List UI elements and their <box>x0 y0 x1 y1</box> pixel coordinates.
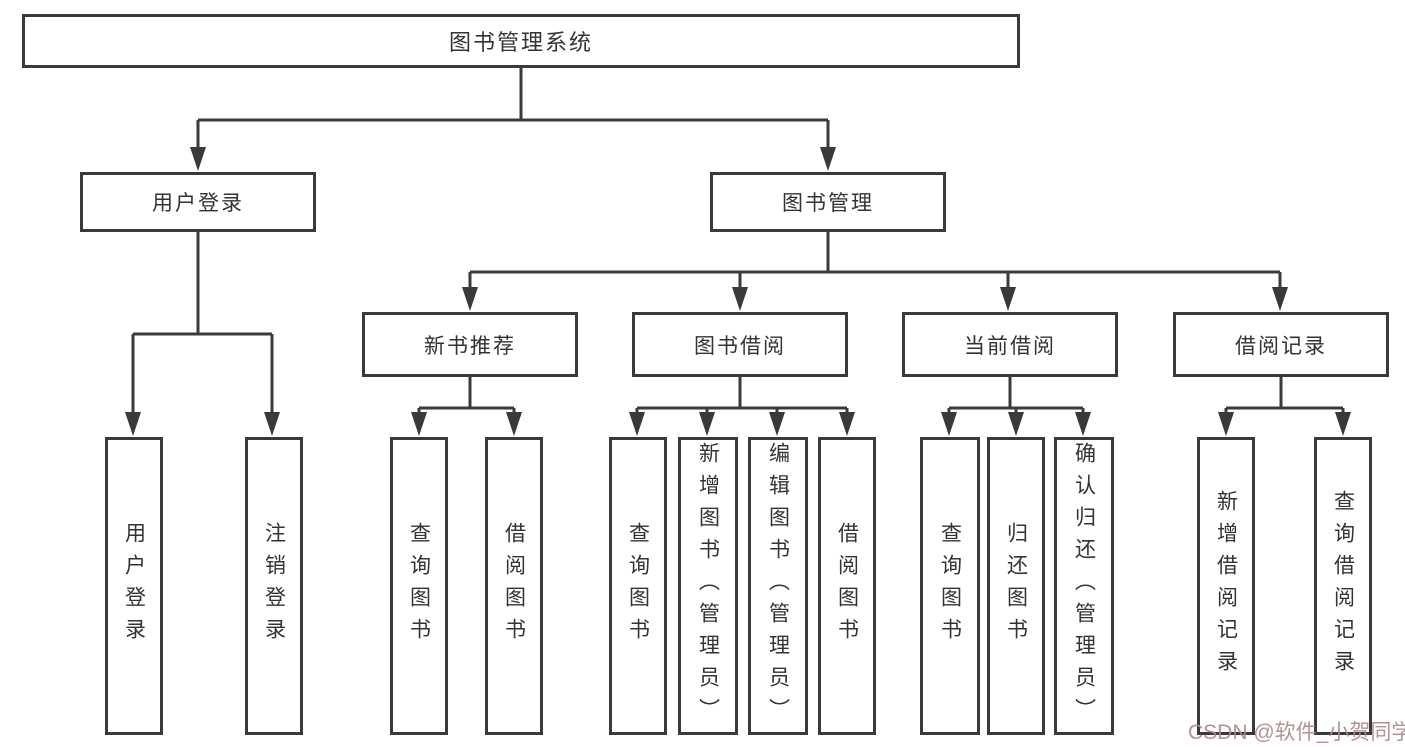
node-current-borrowing-label: 当前借阅 <box>964 334 1056 358</box>
leaf-user-login-label: 用户登录 <box>122 522 146 650</box>
node-user-login: 用户登录 <box>80 172 316 232</box>
leaf-query-books-recommend-label: 查询图书 <box>407 522 431 650</box>
leaf-add-books-admin-label: 新增图书（管理员） <box>696 442 720 730</box>
leaf-logout: 注销登录 <box>245 437 303 735</box>
node-book-borrowing: 图书借阅 <box>632 312 848 377</box>
leaf-query-books-current-label: 查询图书 <box>938 522 962 650</box>
node-borrowing-records-label: 借阅记录 <box>1235 334 1327 358</box>
leaf-return-books: 归还图书 <box>987 437 1045 735</box>
leaf-query-books-recommend: 查询图书 <box>390 437 448 735</box>
node-current-borrowing: 当前借阅 <box>902 312 1118 377</box>
leaf-add-borrow-record-label: 新增借阅记录 <box>1214 490 1238 682</box>
node-user-login-label: 用户登录 <box>152 192 244 215</box>
node-new-book-recommendation-label: 新书推荐 <box>424 334 516 358</box>
leaf-add-borrow-record: 新增借阅记录 <box>1197 437 1255 735</box>
leaf-query-books-borrow-label: 查询图书 <box>626 522 650 650</box>
leaf-query-books-borrow: 查询图书 <box>609 437 667 735</box>
node-book-borrowing-label: 图书借阅 <box>694 334 786 358</box>
leaf-borrow-books: 借阅图书 <box>818 437 876 735</box>
csdn-watermark: CSDN @软件_小贺同学 <box>1188 721 1405 744</box>
leaf-user-login: 用户登录 <box>105 437 163 735</box>
leaf-logout-label: 注销登录 <box>262 522 286 650</box>
leaf-edit-books-admin: 编辑图书（管理员） <box>748 437 808 735</box>
leaf-borrow-books-label: 借阅图书 <box>835 522 859 650</box>
node-root-label: 图书管理系统 <box>448 30 593 55</box>
node-book-management: 图书管理 <box>710 172 946 232</box>
leaf-confirm-return-admin-label: 确认归还（管理员） <box>1072 442 1096 730</box>
leaf-query-borrow-record: 查询借阅记录 <box>1314 437 1372 735</box>
node-new-book-recommendation: 新书推荐 <box>362 312 578 377</box>
leaf-borrow-books-recommend-label: 借阅图书 <box>502 522 526 650</box>
node-root-system: 图书管理系统 <box>22 14 1020 68</box>
leaf-return-books-label: 归还图书 <box>1004 522 1028 650</box>
leaf-add-books-admin: 新增图书（管理员） <box>678 437 738 735</box>
node-borrowing-records: 借阅记录 <box>1173 312 1389 377</box>
node-book-management-label: 图书管理 <box>782 192 874 215</box>
leaf-query-books-current: 查询图书 <box>920 437 980 735</box>
leaf-query-borrow-record-label: 查询借阅记录 <box>1331 490 1355 682</box>
leaf-confirm-return-admin: 确认归还（管理员） <box>1054 437 1114 735</box>
leaf-edit-books-admin-label: 编辑图书（管理员） <box>766 442 790 730</box>
leaf-borrow-books-recommend: 借阅图书 <box>485 437 543 735</box>
